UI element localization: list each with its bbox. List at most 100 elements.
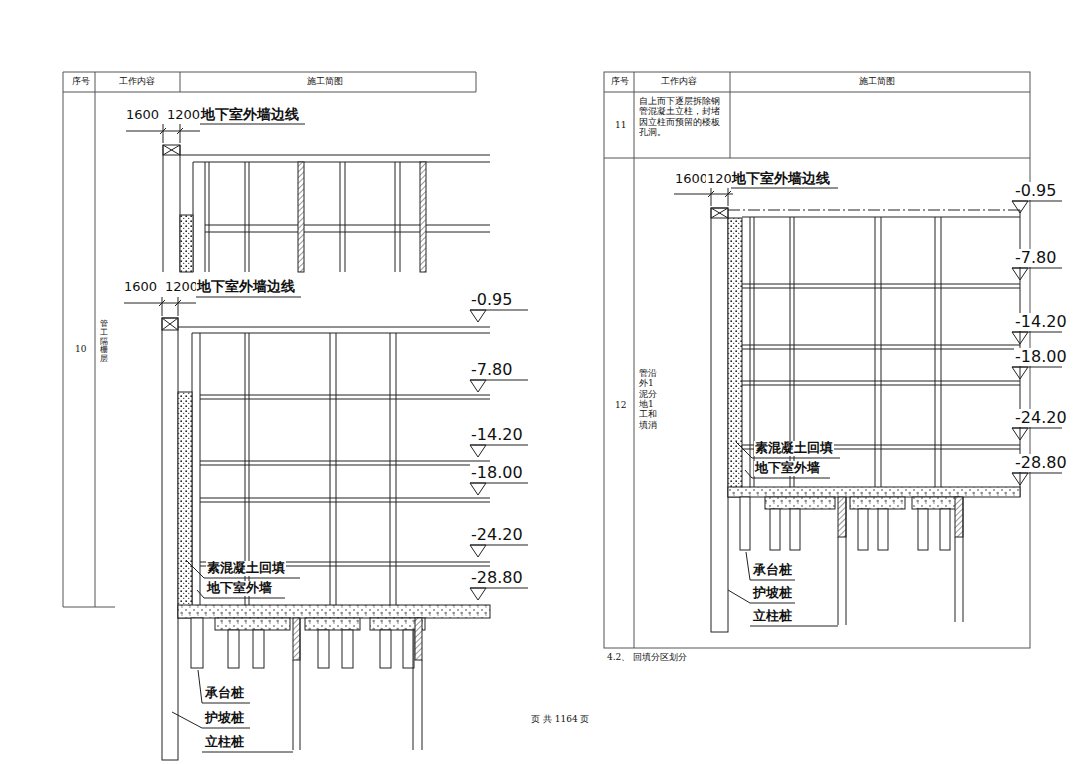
dimension: 1600 bbox=[123, 280, 158, 295]
drawing-line bbox=[202, 752, 293, 753]
drawing-line bbox=[634, 72, 635, 648]
drawing-line bbox=[745, 470, 752, 478]
drawing-line bbox=[736, 442, 752, 458]
drawing-line bbox=[163, 145, 180, 155]
drawing-line bbox=[846, 497, 847, 625]
drawing-line bbox=[178, 392, 192, 618]
elevation-mark: -7.80 bbox=[470, 361, 513, 379]
section-partial bbox=[126, 124, 490, 272]
drawing-line bbox=[215, 618, 290, 630]
drawing-line bbox=[249, 162, 250, 272]
drawing-line bbox=[159, 300, 165, 306]
drawing-line bbox=[752, 478, 830, 479]
elevation-mark: -0.95 bbox=[1014, 182, 1057, 200]
drawing-line bbox=[470, 545, 486, 557]
drawing-line bbox=[940, 509, 950, 550]
drawing-line bbox=[200, 333, 201, 605]
drawing-line bbox=[300, 618, 301, 750]
drawing-line bbox=[912, 497, 960, 509]
drawing-line bbox=[193, 162, 490, 163]
drawing-line bbox=[604, 92, 1030, 93]
drawing-line bbox=[162, 318, 178, 760]
drawing-line bbox=[752, 458, 840, 459]
table-header: 施工简图 bbox=[858, 76, 896, 86]
drawing-line bbox=[750, 580, 795, 581]
drawing-line bbox=[293, 618, 300, 660]
drawing-line bbox=[604, 72, 1030, 648]
drawing-line bbox=[293, 660, 294, 750]
drawing-line bbox=[63, 72, 64, 607]
drawing-line bbox=[941, 217, 942, 487]
drawing-line bbox=[298, 162, 304, 272]
drawing-line bbox=[1012, 332, 1028, 344]
drawing-line bbox=[413, 630, 414, 750]
drawing-line bbox=[935, 217, 936, 487]
dimension: 1600 bbox=[125, 108, 160, 123]
drawing-line bbox=[318, 630, 329, 668]
section-main-right bbox=[674, 188, 1020, 632]
drawing-line bbox=[162, 318, 178, 330]
drawing-line bbox=[395, 162, 396, 272]
drawing-line bbox=[200, 395, 490, 396]
drawing-line bbox=[177, 128, 183, 134]
drawing-line bbox=[403, 630, 414, 668]
drawing-line bbox=[163, 145, 180, 155]
elevation-mark: -0.95 bbox=[470, 291, 513, 309]
drawing-line bbox=[711, 208, 728, 218]
drawing-line bbox=[205, 162, 206, 272]
drawing-line bbox=[875, 217, 876, 487]
drawing-line bbox=[858, 509, 868, 550]
callout-label: 素混凝土回填 bbox=[206, 561, 286, 576]
dimension: 1600 bbox=[674, 172, 709, 187]
drawing-line bbox=[198, 670, 202, 703]
drawing-line bbox=[196, 297, 301, 298]
drawing-line bbox=[918, 509, 928, 550]
elevation-mark: -18.00 bbox=[470, 464, 524, 482]
drawing-line bbox=[750, 603, 795, 604]
drawing-line bbox=[336, 333, 337, 605]
drawing-line bbox=[163, 145, 164, 272]
drawing-line bbox=[1012, 428, 1028, 440]
drawing-line bbox=[178, 605, 490, 618]
section-heading: 4.2、 回填分区划分 bbox=[606, 652, 688, 662]
callout-label: 素混凝土回填 bbox=[754, 441, 834, 456]
elevation-mark: -24.20 bbox=[470, 526, 524, 544]
drawing-line bbox=[163, 145, 180, 155]
drawing-line bbox=[955, 497, 963, 537]
drawing-line bbox=[711, 188, 712, 206]
work-content: 自上而下逐层拆除钢管混凝土立柱，封堵因立柱而预留的楼板孔洞。 bbox=[638, 96, 728, 137]
dimension: 1200 bbox=[164, 280, 199, 295]
drawing-line bbox=[253, 630, 264, 668]
callout-label: 地下室外墙边线 bbox=[731, 170, 831, 186]
elevation-mark: -14.20 bbox=[470, 426, 524, 444]
drawing-line bbox=[200, 461, 490, 462]
drawing-line bbox=[711, 208, 728, 218]
drawing-line bbox=[740, 497, 750, 550]
drawing-line bbox=[330, 333, 331, 605]
drawing-line bbox=[180, 124, 181, 143]
drawing-line bbox=[711, 208, 728, 218]
drawing-line bbox=[380, 630, 391, 668]
page-number: 页 共 1164 页 bbox=[530, 714, 591, 724]
drawing-line bbox=[162, 318, 178, 330]
drawing-line bbox=[725, 191, 731, 197]
drawing-line bbox=[162, 318, 178, 330]
drawing-line bbox=[728, 188, 729, 206]
drawing-line bbox=[750, 217, 751, 487]
callout-label: 地下室外墙 bbox=[754, 461, 821, 476]
drawing-line bbox=[838, 537, 839, 625]
drawing-line bbox=[728, 590, 750, 603]
drawing-line bbox=[245, 162, 246, 272]
drawing-line bbox=[711, 208, 728, 632]
elevation-marks bbox=[1012, 201, 1062, 485]
drawing-line bbox=[202, 728, 250, 729]
drawing-line bbox=[396, 333, 397, 605]
drawing-line bbox=[750, 626, 838, 627]
drawing-line bbox=[175, 300, 181, 306]
drawing-line bbox=[770, 509, 780, 550]
callout-label: 承台桩 bbox=[752, 563, 793, 578]
table-header: 序号 bbox=[610, 76, 630, 86]
elevation-mark: -28.80 bbox=[470, 569, 524, 587]
drawing-line bbox=[1012, 268, 1028, 280]
